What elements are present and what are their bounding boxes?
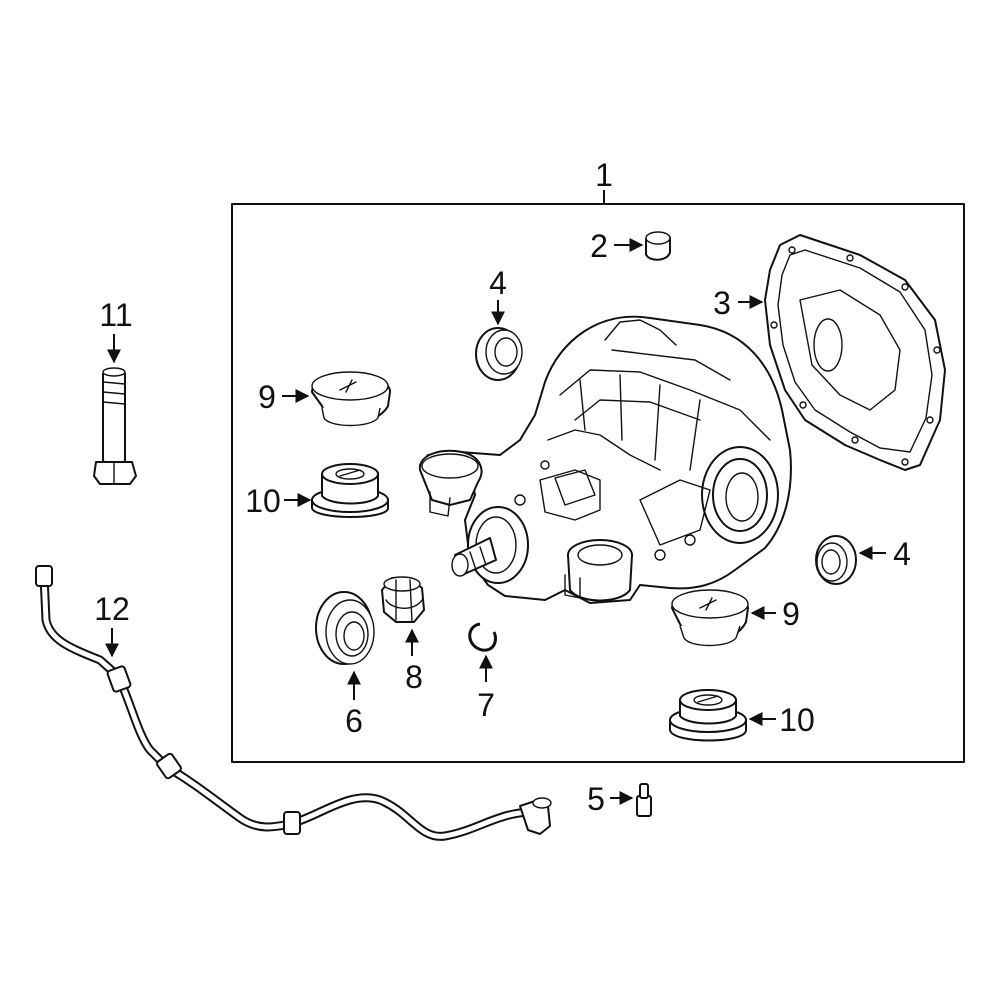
callout-4b-label: 4	[893, 536, 911, 572]
bolt-part-11	[93, 367, 137, 485]
seal-part-4-right	[815, 535, 857, 585]
seal-part-6	[315, 591, 375, 665]
callout-9b-label: 9	[782, 596, 800, 632]
callout-8-label: 8	[405, 659, 423, 695]
callout-4a-label: 4	[489, 265, 507, 301]
cap-part-9-left	[311, 371, 391, 427]
vent-hose-part-12	[35, 565, 552, 841]
nut-part-8	[381, 576, 425, 623]
cap-part-9-right	[671, 589, 749, 647]
differential-housing	[418, 315, 792, 604]
callout-2-label: 2	[590, 228, 608, 264]
callout-10b-label: 10	[779, 702, 815, 738]
bushing-part-10-left	[311, 463, 389, 518]
cover-part-3	[764, 234, 946, 471]
callout-5-label: 5	[587, 781, 605, 817]
bushing-part-10-right	[669, 689, 747, 742]
callout-11-label: 11	[99, 297, 132, 333]
snap-ring-part-7	[468, 622, 497, 652]
plug-part-2	[645, 231, 671, 261]
callout-7-label: 7	[477, 687, 495, 723]
callout-6-label: 6	[345, 703, 363, 739]
callout-12-label: 12	[94, 591, 130, 627]
callout-10a-label: 10	[245, 483, 281, 519]
callout-1-label: 1	[595, 157, 613, 193]
callout-3-label: 3	[713, 285, 731, 321]
callout-9a-label: 9	[258, 379, 276, 415]
seal-part-4-top	[475, 327, 523, 381]
vent-part-5	[636, 783, 652, 817]
assembly-frame	[231, 203, 965, 763]
